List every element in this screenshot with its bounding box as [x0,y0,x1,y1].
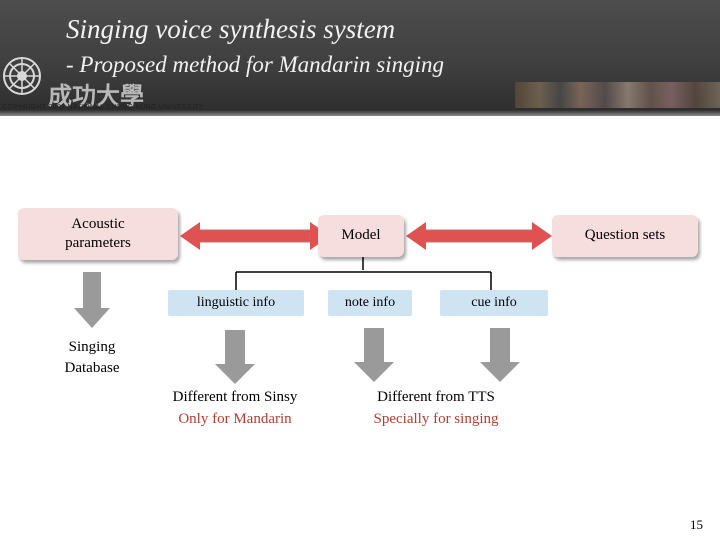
linguistic-info-box: linguistic info [168,290,304,316]
question-sets-box: Question sets [552,215,698,257]
red-double-arrow-left [180,222,330,250]
university-emblem-icon [3,57,41,95]
university-name-logo: 成功大學 [48,84,144,110]
acoustic-parameters-label: Acoustic parameters [65,215,131,252]
gray-down-arrow-acoustic [74,272,110,328]
cue-info-label: cue info [471,294,517,310]
question-sets-label: Question sets [584,227,666,244]
page-number: 15 [690,517,703,532]
different-from-tts-label: Different from TTS [377,389,495,405]
campus-photo-strip [515,82,720,108]
gray-down-arrow-linguistic [215,330,255,384]
slide-subtitle: - Proposed method for Mandarin singing [66,52,444,77]
red-double-arrow-right [406,222,552,250]
note-info-label: note info [344,294,396,310]
copyright-text: COPYRIGHT 2002 NATIONAL CHENG KUNG UNIVE… [2,104,205,111]
gray-down-arrow-cue [480,328,520,382]
slide-title: Singing voice synthesis system [66,14,396,44]
model-box: Model [318,215,404,257]
gray-down-arrow-note [354,328,394,382]
cue-info-box: cue info [440,290,548,316]
bracket-connector [235,256,492,290]
only-for-mandarin-label: Only for Mandarin [178,411,292,427]
note-info-box: note info [328,290,412,316]
different-from-sinsy-label: Different from Sinsy [172,389,298,405]
specially-for-singing-label: Specially for singing [373,411,499,427]
model-label: Model [341,227,381,244]
acoustic-parameters-box: Acoustic parameters [18,208,178,260]
linguistic-info-label: linguistic info [196,294,276,310]
singing-database-label: Singing Database [64,339,120,376]
header-band: Singing voice synthesis system - Propose… [0,0,720,116]
